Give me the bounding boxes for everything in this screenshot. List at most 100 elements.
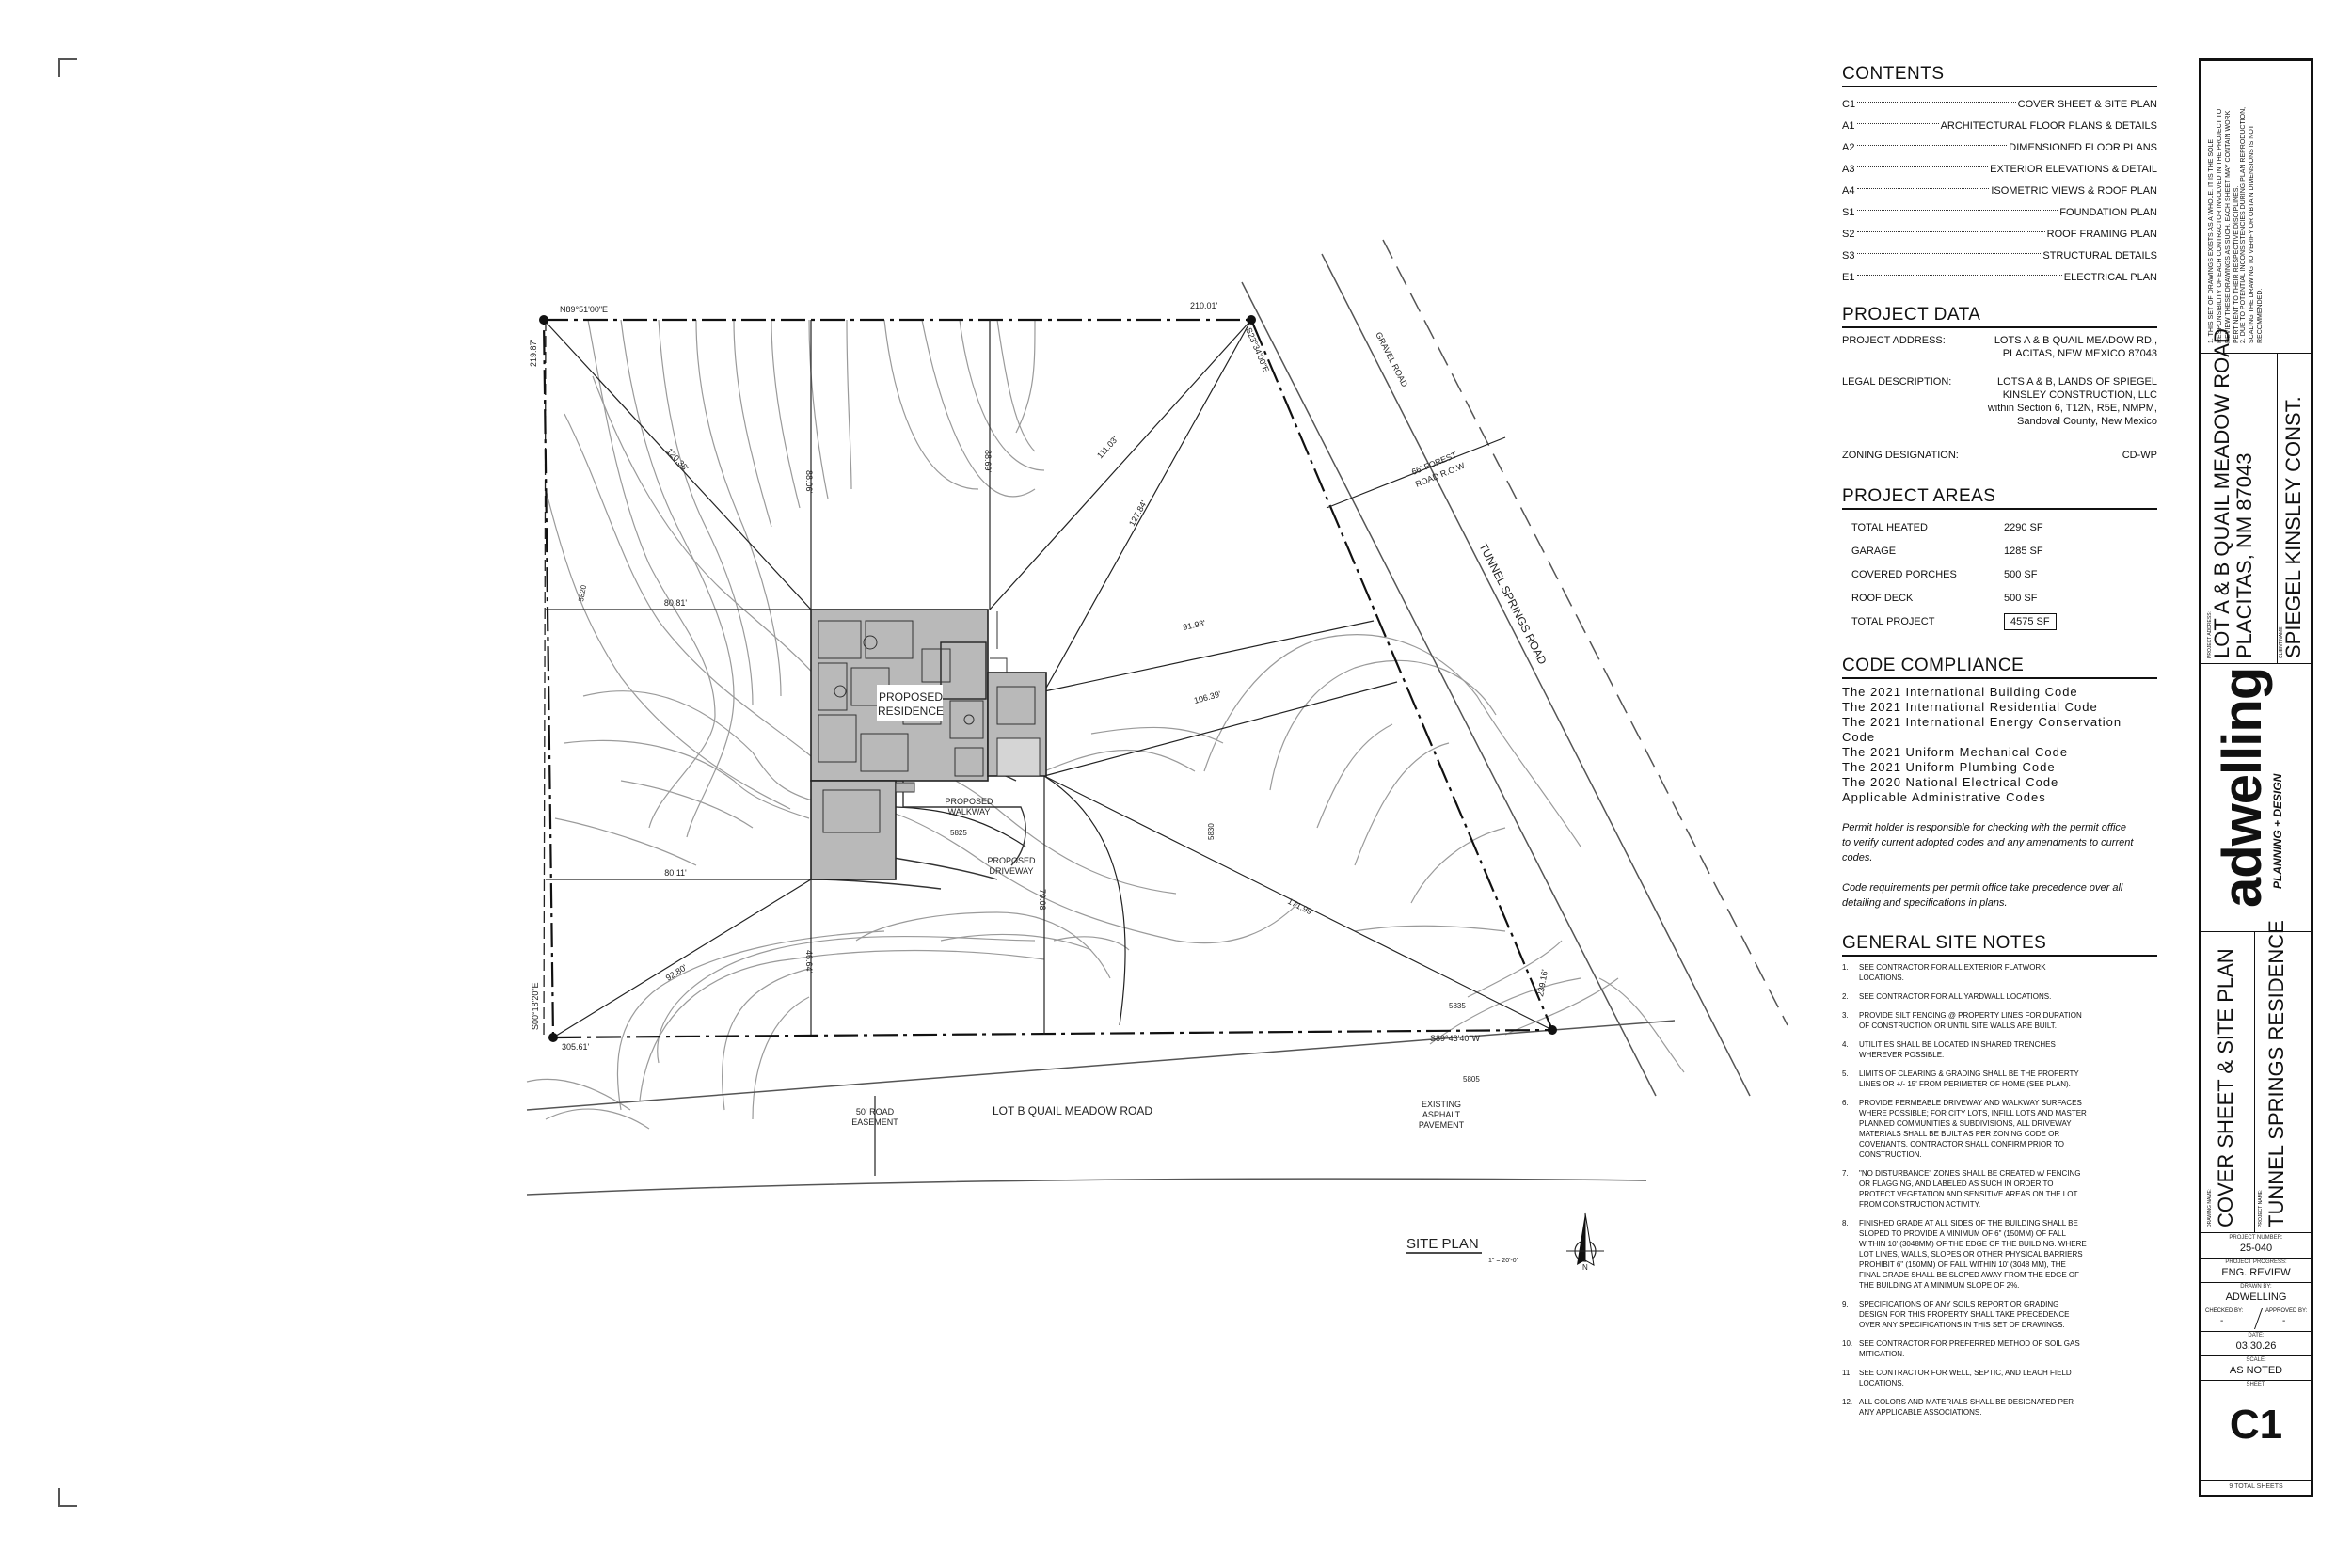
date: 03.30.26: [2235, 1340, 2277, 1352]
area-value: 500 SF: [2004, 592, 2038, 604]
site-note: 2.SEE CONTRACTOR FOR ALL YARDWALL LOCATI…: [1842, 991, 2087, 1002]
code-item: The 2021 Uniform Mechanical Code: [1842, 745, 2069, 759]
area-value: 2290 SF: [2004, 521, 2043, 533]
contents-title: DIMENSIONED FLOOR PLANS: [2009, 141, 2157, 153]
proposed-residence: [810, 609, 1047, 880]
site-note: 1.SEE CONTRACTOR FOR ALL EXTERIOR FLATWO…: [1842, 962, 2087, 983]
site-note: 12. ALL COLORS AND MATERIALS SHALL BE DES…: [1842, 1397, 2087, 1418]
site-note: 10.SEE CONTRACTOR FOR PREFERRED METHOD O…: [1842, 1338, 2087, 1359]
lot-dim-west-top: 219.87': [529, 339, 538, 367]
area-row: ROOF DECK 500 SF: [1846, 586, 2094, 610]
dist-sw-diag: 92.80': [664, 962, 689, 982]
dist-se-diag: 171.99': [1286, 896, 1315, 917]
site-note: 7. "NO DISTURBANCE" ZONES SHALL BE CREATE…: [1842, 1168, 2087, 1210]
checked-by: -: [2220, 1316, 2224, 1326]
note-number: 7.: [1842, 1169, 1849, 1178]
scale-caption: SCALE:: [2246, 1357, 2266, 1363]
logo-wordmark: adwelling: [2212, 667, 2273, 908]
tb-drawing-name: COVER SHEET & SITE PLAN: [2214, 948, 2237, 1227]
north-arrow-icon: N: [1566, 1212, 1604, 1272]
leader-dots: [1857, 253, 2042, 254]
general-notes-heading: GENERAL SITE NOTES: [1842, 933, 2157, 957]
site-plan-drawing: PROPOSED RESIDENCE PROPOSED WALKWAY PROP…: [526, 239, 1788, 1272]
note-text: ALL COLORS AND MATERIALS SHALL BE DESIGN…: [1859, 1398, 2074, 1417]
note-number: 3.: [1842, 1011, 1849, 1020]
tb-divider-10: [2201, 1380, 2311, 1381]
legal-value: LOTS A & B, LANDS OF SPIEGEL KINSLEY CON…: [1960, 375, 2157, 428]
crop-mark-top-left: [58, 58, 77, 77]
contour-label-b: 5825: [950, 829, 967, 837]
contents-title: ISOMETRIC VIEWS & ROOF PLAN: [1991, 184, 2157, 197]
legal-row: LEGAL DESCRIPTION: LOTS A & B, LANDS OF …: [1842, 375, 2157, 428]
gray-road-band: [526, 239, 1788, 1196]
dist-bottom-mid-vert: 79.08': [1038, 889, 1047, 912]
permit-note-1: Permit holder is responsible for checkin…: [1842, 822, 2127, 833]
area-value: 1285 SF: [2004, 545, 2043, 557]
tb-divider-9: [2201, 1355, 2311, 1356]
walkway-label-2: WALKWAY: [948, 807, 991, 816]
zoning-row: ZONING DESIGNATION: CD-WP: [1842, 449, 2157, 462]
area-label: COVERED PORCHES: [1851, 568, 1957, 580]
tb-divider-3: [2201, 931, 2311, 932]
contour-label-c: 5830: [1207, 823, 1216, 840]
contents-code: S1: [1842, 206, 1855, 218]
contents-code: S3: [1842, 249, 1855, 261]
bearing-south: S89°43'40"W: [1430, 1034, 1481, 1043]
site-plan-scale: 1" = 20'-0": [1488, 1258, 1519, 1264]
total-value: 4575 SF: [2004, 612, 2057, 630]
tb-divider-2: [2201, 663, 2311, 664]
site-note: 6.PROVIDE PERMEABLE DRIVEWAY AND WALKWAY…: [1842, 1098, 2087, 1160]
contents-code: A2: [1842, 141, 1855, 153]
area-label: ROOF DECK: [1851, 592, 1914, 604]
note-text: LIMITS OF CLEARING & GRADING SHALL BE TH…: [1859, 1069, 2079, 1088]
legal-line-3: within Section 6, T12N, R5E, NMPM,: [1987, 403, 2157, 414]
total-sheets-count: 9: [2229, 1483, 2233, 1490]
contents-code: A4: [1842, 184, 1855, 197]
tb-divider-5: [2201, 1258, 2311, 1259]
tb-vdivider: [2277, 353, 2278, 663]
tb-address-1: LOT A & B QUAIL MEADOW ROAD: [2210, 328, 2233, 658]
contour-lines: [526, 319, 1685, 1130]
leader-dots: [1857, 231, 2045, 232]
site-note: 11.SEE CONTRACTOR FOR WELL, SEPTIC, AND …: [1842, 1368, 2087, 1388]
easement-label-1: 50' ROAD: [856, 1107, 895, 1117]
address-line-2: PLACITAS, NEW MEXICO 87043: [2002, 348, 2157, 359]
dist-right-horiz-1: 91.93': [1182, 618, 1206, 632]
sheet-caption: SHEET:: [2246, 1382, 2266, 1387]
site-note: 9.SPECIFICATIONS OF ANY SOILS REPORT OR …: [1842, 1299, 2087, 1330]
tb-divider-4: [2201, 1232, 2311, 1233]
note-number: 5.: [1842, 1069, 1849, 1078]
site-note: 5. LIMITS OF CLEARING & GRADING SHALL BE …: [1842, 1069, 2087, 1089]
code-compliance-heading: CODE COMPLIANCE: [1842, 656, 2157, 679]
note-number: 12.: [1842, 1398, 1853, 1406]
driveway-label-1: PROPOSED: [987, 856, 1036, 865]
dist-top-left-vert: 88.06': [804, 470, 814, 494]
contents-code: A1: [1842, 119, 1855, 132]
zoning-value: CD-WP: [2122, 450, 2157, 461]
note-text: UTILITIES SHALL BE LOCATED IN SHARED TRE…: [1859, 1040, 2056, 1059]
bearing-west: S00°18'20"E: [531, 982, 540, 1030]
dist-left-top-horiz: 80.81': [664, 598, 688, 608]
code-item: Applicable Administrative Codes: [1842, 790, 2046, 804]
note-text: "NO DISTURBANCE" ZONES SHALL BE CREATED …: [1859, 1169, 2081, 1209]
tb-client: SPIEGEL KINSLEY CONST.: [2281, 396, 2305, 658]
leader-dots: [1857, 275, 2062, 276]
dimension-ticks: [539, 315, 1557, 1042]
logo-tagline: PLANNING + DESIGN: [2271, 773, 2284, 889]
site-note: 8.FINISHED GRADE AT ALL SIDES OF THE BUI…: [1842, 1218, 2087, 1291]
address-value: LOTS A & B QUAIL MEADOW RD., PLACITAS, N…: [1960, 334, 2157, 360]
leader-dots: [1857, 210, 2058, 211]
contents-title: COVER SHEET & SITE PLAN: [2017, 98, 2157, 110]
legal-label: LEGAL DESCRIPTION:: [1842, 376, 1952, 388]
code-item: The 2021 Uniform Plumbing Code: [1842, 760, 2056, 774]
tunnel-road-label: TUNNEL SPRINGS ROAD: [1476, 541, 1549, 667]
contents-code: S2: [1842, 228, 1855, 240]
total-sheets-label: TOTAL SHEETS: [2234, 1483, 2283, 1490]
tb-divider-1: [2201, 353, 2311, 354]
